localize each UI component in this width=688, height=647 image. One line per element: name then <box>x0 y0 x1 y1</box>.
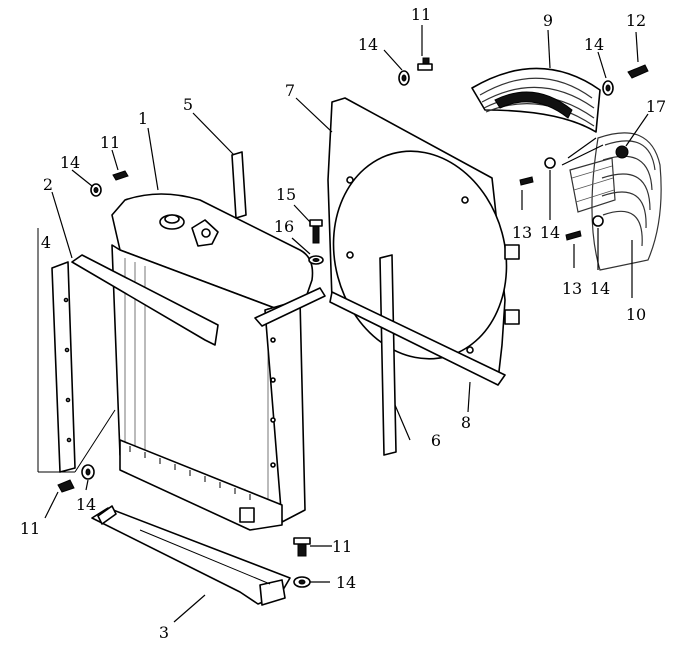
callout-11-lower-left: 11 <box>20 519 40 538</box>
bolt-13-upper <box>519 176 534 186</box>
fan-guard-9 <box>471 67 601 133</box>
washer-14-top <box>398 70 410 86</box>
callout-14-mid: 14 <box>540 223 560 242</box>
bottom-tank-teeth <box>129 446 251 500</box>
callout-8: 8 <box>461 413 471 432</box>
callout-6: 6 <box>431 431 441 450</box>
side-seal-5 <box>231 151 247 219</box>
callout-13-upper: 13 <box>512 223 532 242</box>
leader-lines <box>44 25 649 623</box>
washer-14-mid <box>544 157 556 169</box>
callout-12: 12 <box>626 11 646 30</box>
callout-14-right: 14 <box>584 35 604 54</box>
callout-11-top: 11 <box>411 5 431 24</box>
callout-7: 7 <box>285 81 295 100</box>
callout-15: 15 <box>276 185 296 204</box>
callout-14-top: 14 <box>358 35 378 54</box>
nut-17 <box>615 145 629 159</box>
washer-14-left <box>90 183 102 197</box>
callout-13-lower: 13 <box>562 279 582 298</box>
washer-14-lower-left <box>81 464 95 480</box>
callout-1: 1 <box>138 109 148 128</box>
callout-4: 4 <box>41 233 51 252</box>
side-seal-4 <box>37 228 116 473</box>
bolt-11-left <box>112 170 129 181</box>
callout-11-left: 11 <box>100 133 120 152</box>
washer-14-right <box>602 80 614 96</box>
fasteners <box>57 57 649 588</box>
callout-14-lower-right: 14 <box>590 279 610 298</box>
fan-guard-10 <box>569 132 662 271</box>
side-bracket-2 <box>71 254 219 346</box>
washer-16 <box>308 255 324 265</box>
bolt-11-lower-left <box>57 479 75 493</box>
radiator-assembly <box>111 193 326 531</box>
callout-14-lower-left: 14 <box>76 495 96 514</box>
bolt-15 <box>309 219 323 244</box>
callout-14-left: 14 <box>60 153 80 172</box>
callout-10: 10 <box>626 305 646 324</box>
fan-shroud-7 <box>327 97 520 381</box>
callout-labels: 1 2 3 4 5 6 7 8 9 10 11 11 11 11 12 13 1… <box>20 5 666 642</box>
callout-5: 5 <box>183 95 193 114</box>
bolt-13-lower <box>565 230 582 241</box>
bolt-11-bottom <box>293 537 311 557</box>
callout-17: 17 <box>646 97 666 116</box>
washer-14-bottom <box>293 576 311 588</box>
callout-2: 2 <box>43 175 53 194</box>
bolt-12 <box>627 64 649 79</box>
shroud-bottom-seal-8 <box>329 291 506 386</box>
callout-3: 3 <box>159 623 169 642</box>
callout-16: 16 <box>274 217 294 236</box>
callout-14-bottom: 14 <box>336 573 356 592</box>
washer-14-lower-right <box>592 215 604 227</box>
bolt-11-top <box>417 57 433 71</box>
callout-11-bottom: 11 <box>332 537 352 556</box>
bottom-bracket-3 <box>91 505 291 606</box>
shroud-seal-6 <box>379 254 397 456</box>
callout-9: 9 <box>543 11 553 30</box>
